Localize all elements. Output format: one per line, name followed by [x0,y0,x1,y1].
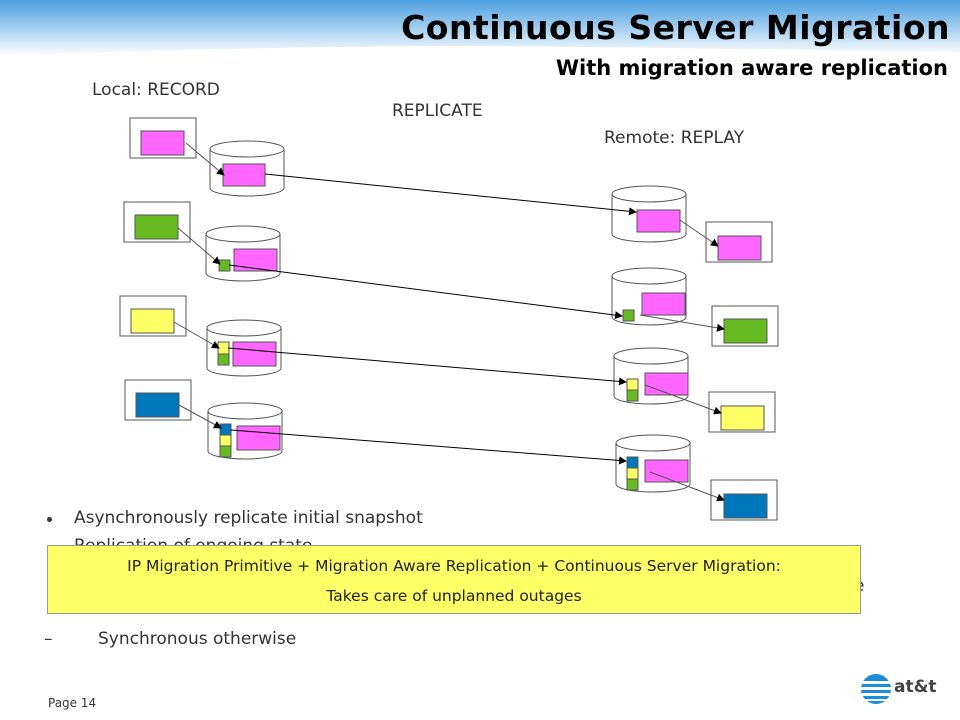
bullet-4: Synchronous otherwise [98,629,297,649]
bullet-1: Asynchronously replicate initial snapsho… [74,508,423,528]
page-number: Page 14 [48,696,97,710]
remote-store-2 [611,267,687,326]
remote-store-1 [611,185,687,243]
local-store-3 [206,319,282,377]
replicate-arrow-4 [230,429,627,465]
callout-line-1: IP Migration Primitive + Migration Aware… [127,557,781,575]
local-label: Local: RECORD [92,80,220,100]
page-title: Continuous Server Migration [401,8,950,47]
local-store-4 [207,402,283,460]
replicate-arrow-2 [228,264,623,320]
callout-line-2: Takes care of unplanned outages [326,587,582,605]
replicate-arrow-1 [264,173,637,216]
logo-text: at&t [894,677,937,697]
sub-bullet-dash: – [44,629,53,649]
remote-label: Remote: REPLAY [604,128,745,148]
remote-store-3 [613,347,689,405]
globe-icon [861,674,891,704]
header-band [0,0,960,56]
callout-box: IP Migration Primitive + Migration Aware… [47,545,861,614]
replicate-arrow-3 [227,347,627,386]
replicate-label: REPLICATE [392,101,483,121]
att-logo: at&t [860,673,950,705]
local-store-2 [205,225,281,282]
local-store-1 [209,140,285,197]
bullet-dot [47,517,52,522]
page-subtitle: With migration aware replication [555,56,948,80]
